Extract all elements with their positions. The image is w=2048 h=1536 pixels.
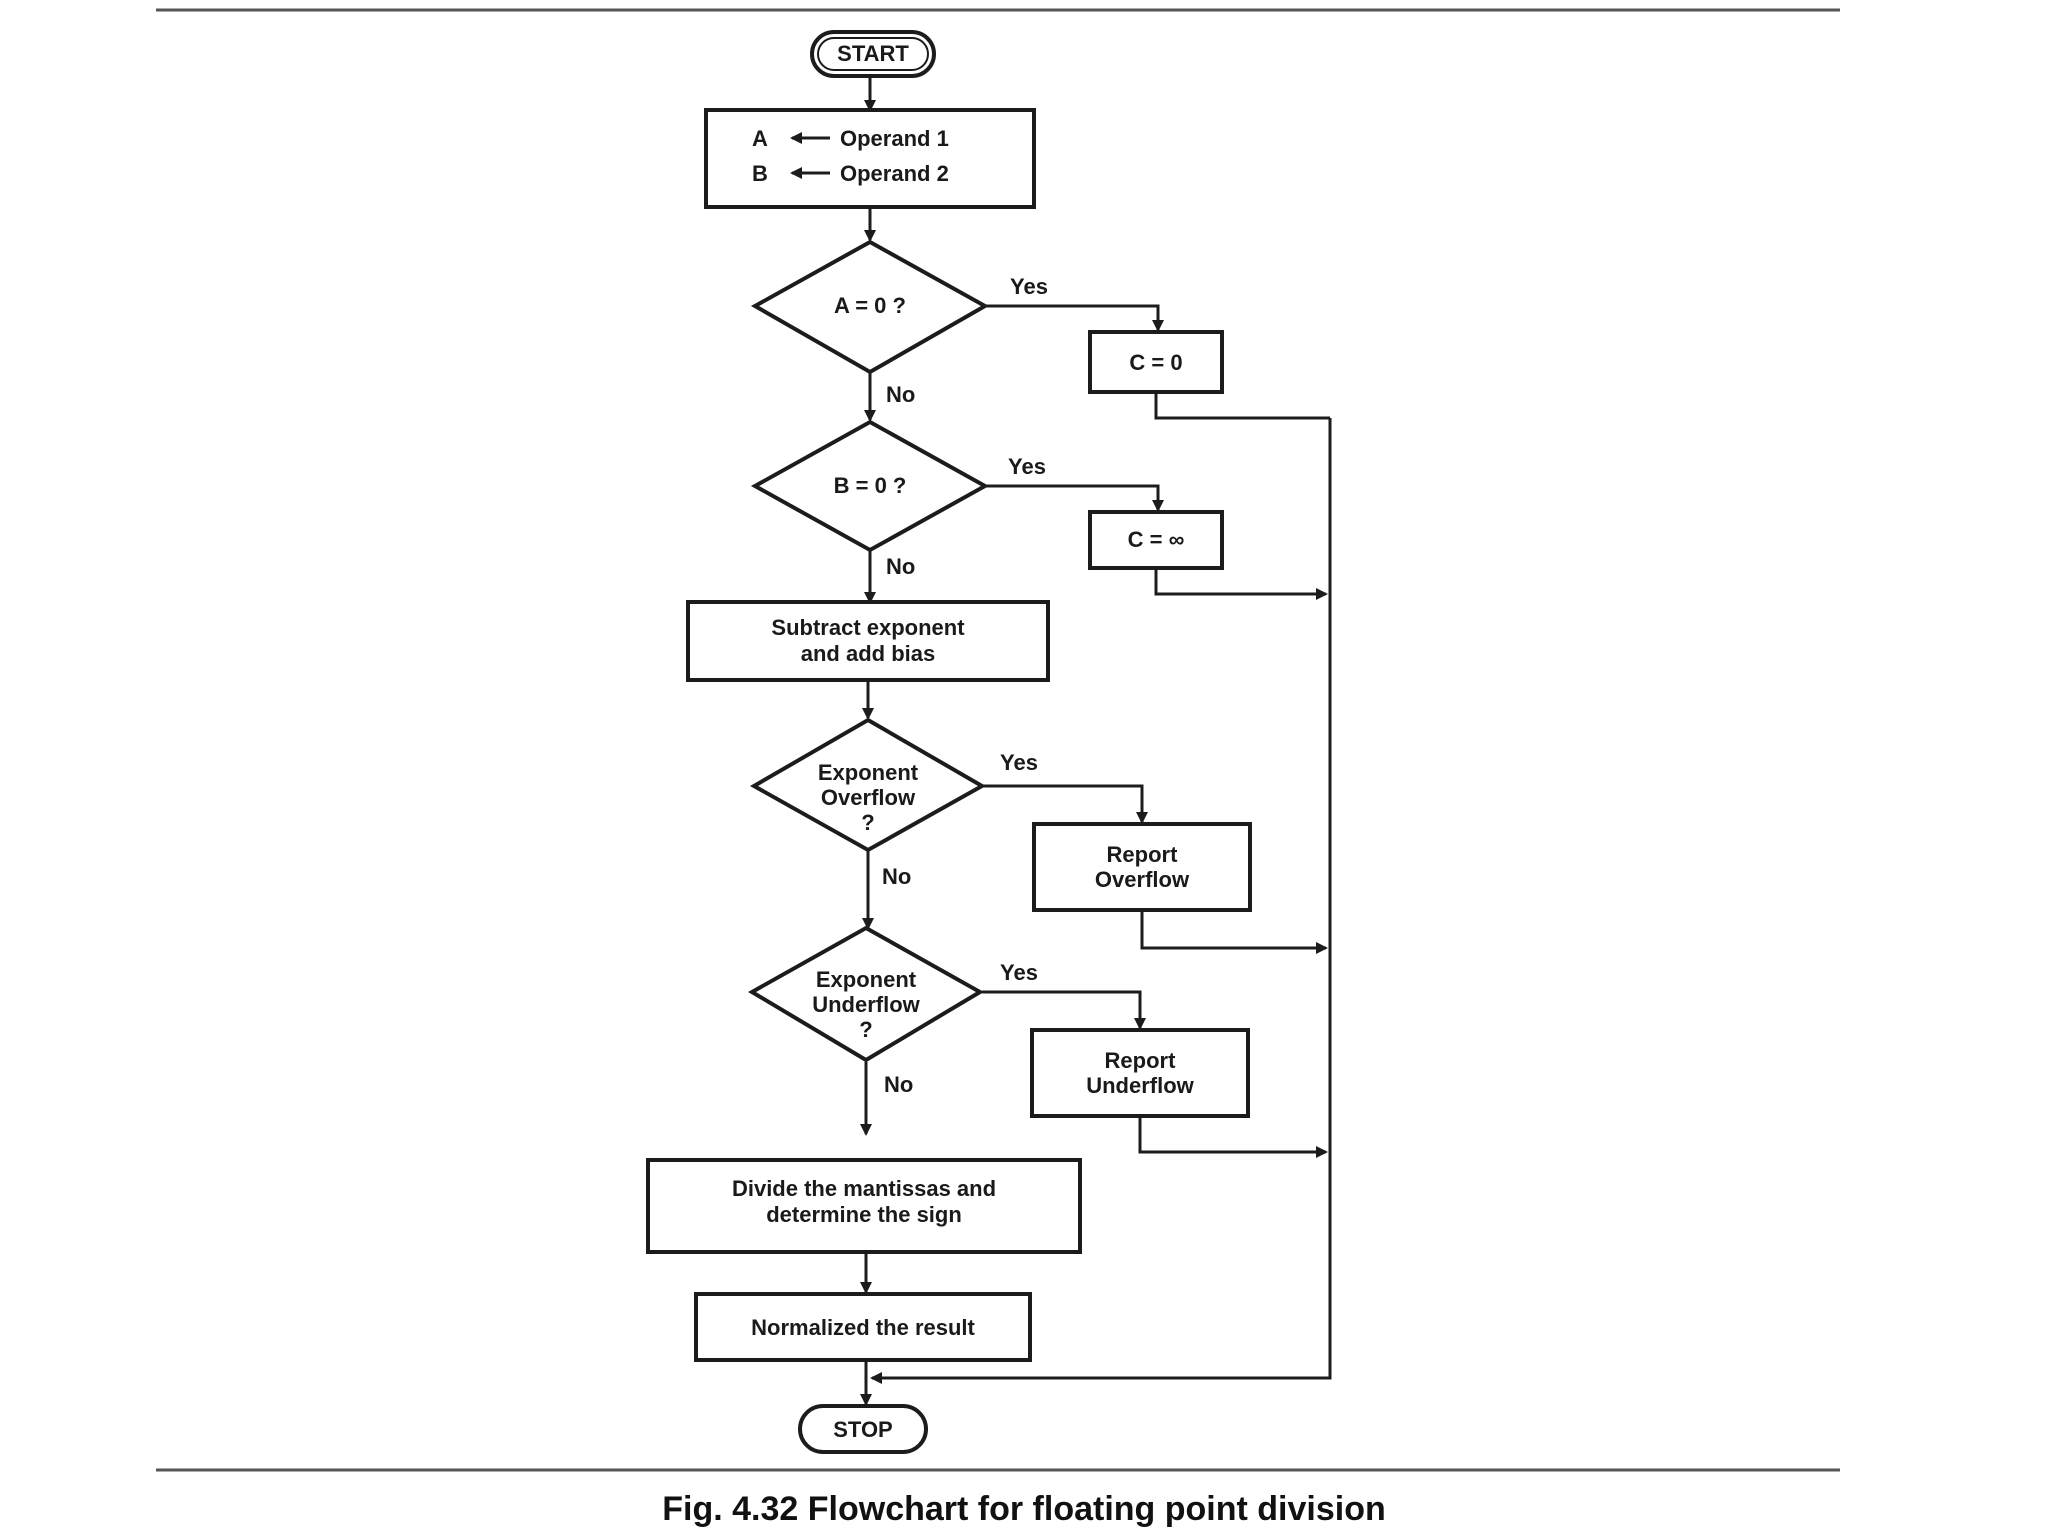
figure-caption: Fig. 4.32 Flowchart for floating point d…: [662, 1490, 1385, 1528]
normalize-label: Normalized the result: [751, 1315, 975, 1340]
no-label-a-zero: No: [886, 382, 915, 407]
set-c-infinity-label: C = ∞: [1128, 527, 1185, 552]
normalize-box: Normalized the result: [694, 1292, 1032, 1362]
report-overflow-box: Report Overflow: [1032, 822, 1252, 912]
start-terminal: START: [810, 30, 936, 78]
set-c-zero-box: C = 0: [1088, 330, 1224, 394]
decision-a-zero: A = 0 ?: [750, 239, 990, 375]
no-label-underflow: No: [884, 1072, 913, 1097]
report-overflow-line1: Report: [1107, 842, 1179, 867]
yes-label-overflow: Yes: [1000, 750, 1038, 775]
no-label-b-zero: No: [886, 554, 915, 579]
decision-underflow-line2: Underflow: [812, 992, 920, 1017]
set-c-zero-label: C = 0: [1129, 350, 1182, 375]
decision-a-zero-label: A = 0 ?: [834, 293, 906, 318]
report-underflow-box: Report Underflow: [1030, 1028, 1250, 1118]
decision-underflow-line1: Exponent: [816, 967, 917, 992]
assign-b-value: Operand 2: [840, 161, 949, 186]
assign-a-label: A: [752, 126, 768, 151]
yes-label-a-zero: Yes: [1010, 274, 1048, 299]
subtract-line1: Subtract exponent: [771, 615, 965, 640]
assign-b-label: B: [752, 161, 768, 186]
report-underflow-line1: Report: [1105, 1048, 1177, 1073]
subtract-line2: and add bias: [801, 641, 935, 666]
decision-overflow: Exponent Overflow ?: [749, 717, 987, 853]
divide-mantissas-box: Divide the mantissas and determine the s…: [646, 1158, 1082, 1254]
start-label: START: [837, 41, 909, 66]
report-overflow-line2: Overflow: [1095, 867, 1190, 892]
decision-underflow: Exponent Underflow ?: [748, 925, 984, 1063]
report-underflow-line2: Underflow: [1086, 1073, 1194, 1098]
yes-label-underflow: Yes: [1000, 960, 1038, 985]
divide-line1: Divide the mantissas and: [732, 1176, 996, 1201]
connectors: [860, 78, 1332, 1406]
yes-label-b-zero: Yes: [1008, 454, 1046, 479]
subtract-exponent-box: Subtract exponent and add bias: [686, 600, 1050, 682]
decision-overflow-line2: Overflow: [821, 785, 916, 810]
decision-overflow-line3: ?: [861, 810, 874, 835]
set-c-infinity-box: C = ∞: [1088, 510, 1224, 570]
divide-line2: determine the sign: [766, 1202, 962, 1227]
no-label-overflow: No: [882, 864, 911, 889]
assign-operands-box: A Operand 1 B Operand 2: [704, 108, 1036, 209]
decision-underflow-line3: ?: [859, 1017, 872, 1042]
stop-terminal: STOP: [798, 1404, 928, 1454]
assign-a-value: Operand 1: [840, 126, 949, 151]
decision-b-zero: B = 0 ?: [750, 419, 990, 553]
decision-overflow-line1: Exponent: [818, 760, 919, 785]
decision-b-zero-label: B = 0 ?: [834, 473, 907, 498]
stop-label: STOP: [833, 1417, 893, 1442]
